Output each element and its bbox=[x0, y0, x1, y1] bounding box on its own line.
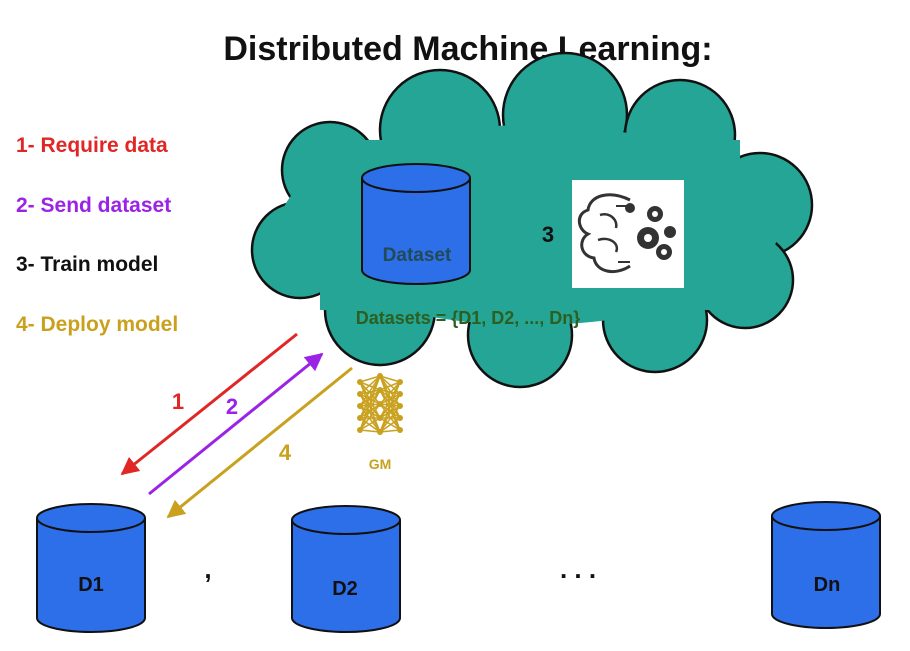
legend-step-1: 1- Require data bbox=[16, 134, 168, 157]
arrow-2-label: 2 bbox=[226, 394, 238, 419]
nn-node bbox=[357, 403, 363, 409]
send-dataset-arrow bbox=[148, 352, 324, 496]
nn-node bbox=[397, 415, 403, 421]
nn-node bbox=[357, 415, 363, 421]
neural-network-icon bbox=[359, 375, 401, 433]
d1-cylinder-icon bbox=[36, 503, 146, 633]
legend-step-4: 4- Deploy model bbox=[16, 313, 178, 336]
d1-label: D1 bbox=[78, 574, 104, 596]
nn-node bbox=[357, 427, 363, 433]
nn-node bbox=[397, 403, 403, 409]
neural-network-nodes bbox=[357, 373, 403, 435]
nn-node bbox=[377, 373, 383, 379]
nn-node bbox=[397, 427, 403, 433]
nn-node bbox=[397, 379, 403, 385]
nn-node bbox=[397, 391, 403, 397]
deploy-model-arrow bbox=[166, 366, 353, 519]
brain-gears-icon bbox=[572, 180, 684, 288]
require-data-arrow bbox=[120, 332, 298, 476]
nn-node bbox=[377, 429, 383, 435]
train-step-number: 3 bbox=[542, 222, 554, 247]
separator-comma: , bbox=[204, 554, 211, 584]
dataset-cylinder-icon bbox=[361, 163, 471, 285]
d2-label: D2 bbox=[332, 578, 358, 600]
datasets-set-label: Datasets = {D1, D2, ..., Dn} bbox=[356, 308, 581, 328]
legend-step-3: 3- Train model bbox=[16, 253, 158, 276]
global-model-label: GM bbox=[369, 456, 392, 472]
nn-node bbox=[377, 415, 383, 421]
d2-cylinder-icon bbox=[291, 505, 401, 633]
ellipsis: . . . bbox=[560, 554, 596, 584]
dn-label: Dn bbox=[814, 574, 841, 596]
nn-node bbox=[377, 387, 383, 393]
legend-step-2: 2- Send dataset bbox=[16, 194, 171, 217]
cloud-shape bbox=[250, 51, 814, 389]
page-title: Distributed Machine Learning: bbox=[223, 30, 712, 68]
dn-cylinder-icon bbox=[771, 501, 881, 629]
nn-node bbox=[377, 401, 383, 407]
arrow-1-label: 1 bbox=[172, 389, 184, 414]
arrow-4-label: 4 bbox=[279, 440, 292, 465]
nn-node bbox=[357, 391, 363, 397]
nn-node bbox=[357, 379, 363, 385]
dataset-label: Dataset bbox=[383, 245, 452, 266]
